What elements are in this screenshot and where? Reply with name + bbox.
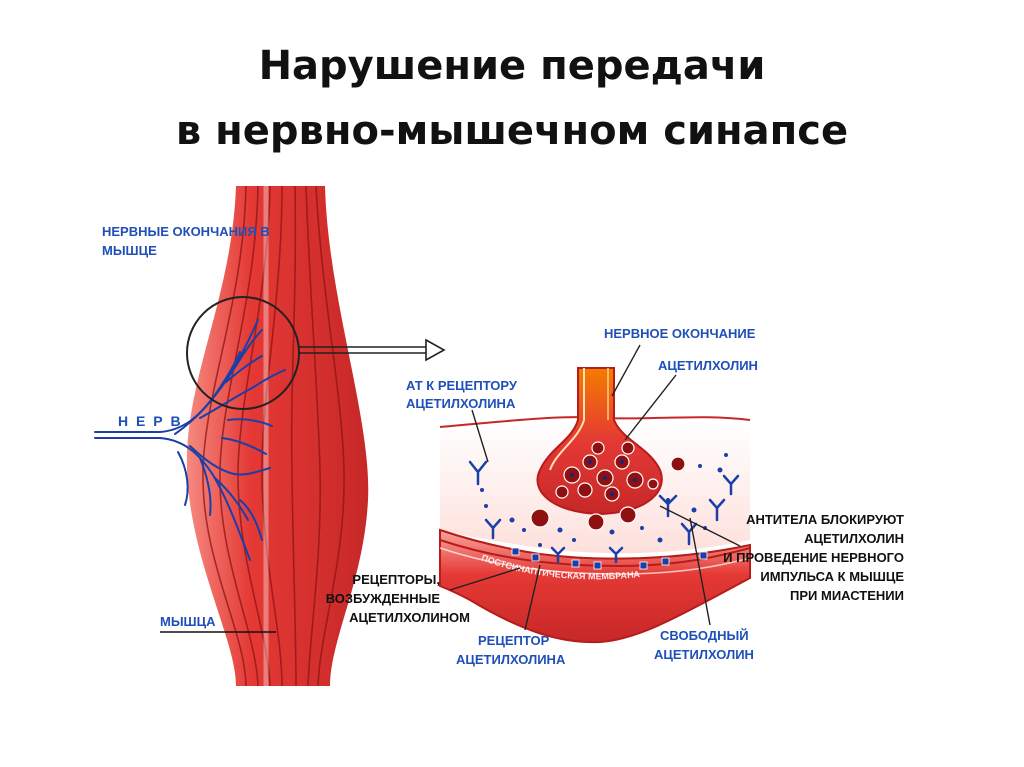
antibodies xyxy=(468,460,740,564)
free-acetylcholine-dots xyxy=(480,453,728,547)
label-excited-receptors-2: ВОЗБУЖДЕННЫЕ xyxy=(326,591,441,606)
nerve-branches xyxy=(94,319,286,561)
label-free-acetylcholine-2: АЦЕТИЛХОЛИН xyxy=(654,647,754,662)
label-nerve-endings-2: МЫШЦЕ xyxy=(102,243,157,258)
acetylcholine-receptors xyxy=(511,547,708,570)
label-antibodies-1: АНТИТЕЛА БЛОКИРУЮТ xyxy=(746,512,904,527)
label-receptor-1: РЕЦЕПТОР xyxy=(478,633,550,648)
arrow-right-icon xyxy=(299,338,446,362)
muscle-body xyxy=(186,186,369,686)
label-antibodies-4: ИМПУЛЬСА К МЫШЦЕ xyxy=(760,569,904,584)
label-antibodies-3: И ПРОВЕДЕНИЕ НЕРВНОГО xyxy=(723,550,904,565)
label-nerve-endings-1: НЕРВНЫЕ ОКОНЧАНИЯ В xyxy=(102,224,270,239)
synapse-detail: ПОСТСИНАПТИЧЕСКАЯ МЕМБРАНА xyxy=(439,367,751,644)
label-at-receptor-1: АТ К РЕЦЕПТОРУ xyxy=(406,378,518,393)
muscle-fibers xyxy=(202,185,345,687)
label-nerve-ending: НЕРВНОЕ ОКОНЧАНИЕ xyxy=(604,326,756,341)
label-receptor-2: АЦЕТИЛХОЛИНА xyxy=(456,652,566,667)
label-nerve: Н Е Р В xyxy=(118,413,183,429)
label-muscle: МЫШЦА xyxy=(160,614,216,629)
label-at-receptor-2: АЦЕТИЛХОЛИНА xyxy=(406,396,516,411)
label-excited-receptors-1: РЕЦЕПТОРЫ, xyxy=(352,572,440,587)
label-acetylcholine: АЦЕТИЛХОЛИН xyxy=(658,358,758,373)
label-excited-receptors-3: АЦЕТИЛХОЛИНОМ xyxy=(349,610,470,625)
page-title-line-2: в нервно-мышечном синапсе xyxy=(175,108,849,154)
label-free-acetylcholine-1: СВОБОДНЫЙ xyxy=(660,628,749,643)
muscle-illustration xyxy=(186,185,369,687)
page-title-line-1: Нарушение передачи xyxy=(258,43,766,89)
label-antibodies-2: АЦЕТИЛХОЛИН xyxy=(804,531,904,546)
label-antibodies-5: ПРИ МИАСТЕНИИ xyxy=(790,588,904,603)
